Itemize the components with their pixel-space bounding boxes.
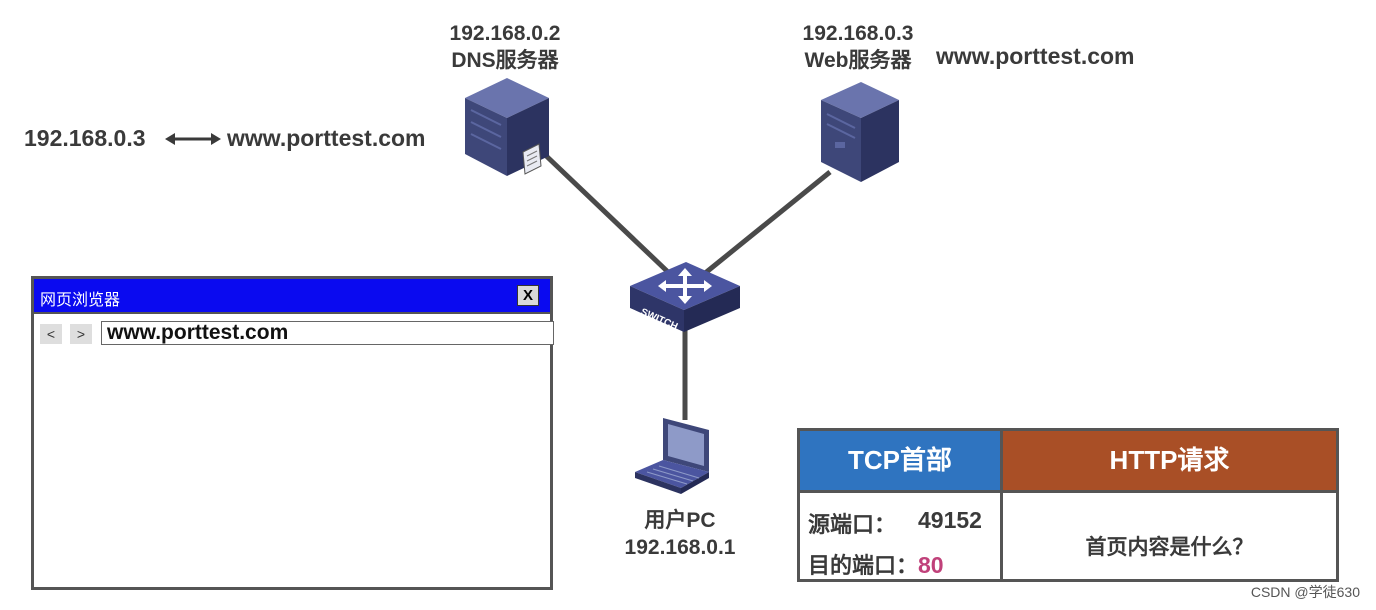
double-arrow-icon (165, 133, 221, 145)
packet-diagram: TCP首部 HTTP请求 源端口： 49152 目的端口：80 首页内容是什么？ (797, 428, 1339, 582)
dns-server-label: 192.168.0.2 DNS服务器 (420, 20, 590, 74)
browser-titlebar: 网页浏览器 X (34, 279, 550, 314)
tcp-header-title: TCP首部 (800, 431, 1003, 490)
tcp-header-body: 源端口： 49152 目的端口：80 (800, 490, 1003, 579)
browser-title: 网页浏览器 (40, 292, 121, 309)
laptop-icon (635, 418, 709, 494)
web-server-domain: www.porttest.com (936, 43, 1135, 69)
forward-button[interactable]: > (70, 324, 92, 344)
web-server-name: Web服务器 (804, 49, 912, 72)
dns-record-domain: www.porttest.com (227, 125, 426, 151)
dst-port-label: 目的端口： (808, 553, 919, 578)
user-pc-ip: 192.168.0.1 (624, 536, 736, 559)
http-request-body: 首页内容是什么？ (1003, 490, 1336, 579)
address-bar[interactable]: www.porttest.com (101, 321, 554, 345)
dns-server-name: DNS服务器 (451, 49, 559, 72)
web-server-icon (821, 82, 899, 182)
dns-server-ip: 192.168.0.2 (449, 22, 561, 45)
dns-record-ip: 192.168.0.3 (24, 125, 146, 151)
src-port-label: 源端口： (808, 512, 897, 537)
dst-port-row: 目的端口：80 (808, 548, 944, 580)
http-request-title: HTTP请求 (1003, 431, 1336, 490)
close-button[interactable]: X (517, 285, 539, 306)
src-port-value: 49152 (918, 507, 982, 533)
switch-icon: SWITCH (630, 262, 740, 333)
web-server-label: 192.168.0.3 Web服务器 (773, 20, 943, 74)
back-button[interactable]: < (40, 324, 62, 344)
http-request-content: 首页内容是什么？ (1085, 536, 1254, 559)
user-pc-name: 用户PC (644, 509, 716, 532)
link-web-switch (702, 170, 832, 276)
user-pc-label: 用户PC 192.168.0.1 (595, 507, 765, 561)
browser-window: 网页浏览器 X < > www.porttest.com (31, 276, 554, 590)
link-dns-switch (538, 148, 670, 274)
web-server-ip: 192.168.0.3 (802, 22, 914, 45)
dns-server-icon (465, 78, 549, 176)
watermark: CSDN @学徒630 (1250, 584, 1360, 600)
dst-port-value: 80 (918, 552, 944, 578)
